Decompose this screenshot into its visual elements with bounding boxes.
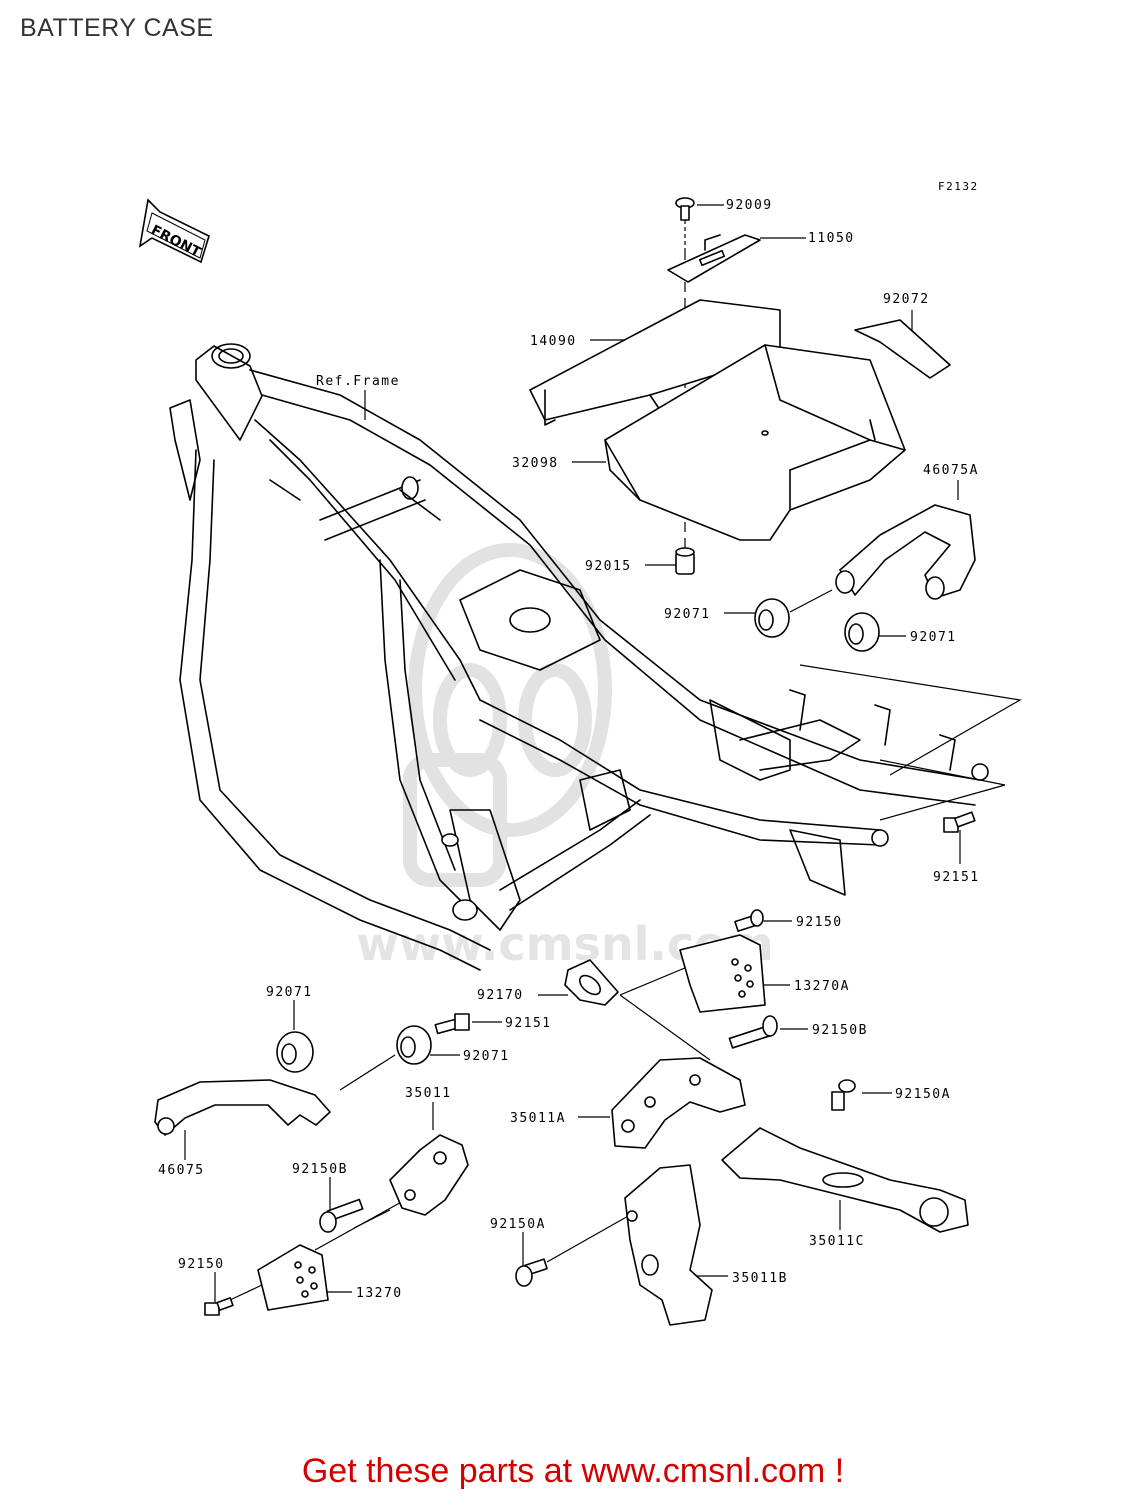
label-92151-b: 92151 xyxy=(505,1016,552,1031)
label-92071-c: 92071 xyxy=(266,985,313,1000)
label-92015: 92015 xyxy=(585,559,632,574)
label-14090: 14090 xyxy=(530,334,577,349)
part-92151-bolt-a xyxy=(943,811,976,833)
part-92150A-bolt-b xyxy=(515,1258,548,1287)
part-35011A-bracket xyxy=(611,1057,746,1149)
part-92170-clamp xyxy=(564,959,619,1006)
part-92150B-bolt-b xyxy=(319,1198,364,1233)
label-92009: 92009 xyxy=(726,198,773,213)
label-92150-b: 92150 xyxy=(178,1257,225,1272)
label-92150B-a: 92150B xyxy=(812,1023,868,1038)
footer-link[interactable]: Get these parts at www.cmsnl.com ! xyxy=(301,1452,845,1490)
label-35011: 35011 xyxy=(405,1086,452,1101)
main-frame xyxy=(169,343,989,971)
label-92150A-a: 92150A xyxy=(895,1087,951,1102)
label-92072: 92072 xyxy=(883,292,930,307)
label-13270A: 13270A xyxy=(794,979,850,994)
label-92170: 92170 xyxy=(477,988,524,1003)
label-35011B: 35011B xyxy=(732,1271,788,1286)
part-92071-bushing-b xyxy=(844,612,880,652)
label-92150-a: 92150 xyxy=(796,915,843,930)
part-92150A-bolt-a xyxy=(831,1079,856,1111)
label-13270: 13270 xyxy=(356,1286,403,1301)
part-92150B-bolt-a xyxy=(728,1015,778,1049)
watermark: www.cmsnl.com xyxy=(356,543,774,971)
label-32098: 32098 xyxy=(512,456,559,471)
part-46075-guard xyxy=(154,1079,331,1136)
part-92071-bushing-c xyxy=(276,1031,314,1073)
label-46075A: 46075A xyxy=(923,463,979,478)
label-35011A: 35011A xyxy=(510,1111,566,1126)
part-35011B-bracket xyxy=(624,1164,713,1326)
label-92150A-b: 92150A xyxy=(490,1217,546,1232)
page-title: BATTERY CASE xyxy=(20,14,214,42)
label-92150B-b: 92150B xyxy=(292,1162,348,1177)
label-35011C: 35011C xyxy=(809,1234,865,1249)
label-92071-a: 92071 xyxy=(664,607,711,622)
label-92071-b: 92071 xyxy=(910,630,957,645)
front-arrow-icon: FRONT xyxy=(138,198,210,264)
part-92009-bolt xyxy=(675,197,695,221)
part-92071-bushing-a xyxy=(754,598,790,638)
part-35011-bracket xyxy=(389,1134,469,1216)
part-92015-grommet xyxy=(675,547,695,575)
part-13270-plate xyxy=(257,1244,329,1311)
part-labels: 92009 11050 92072 14090 Ref.Frame 32098 … xyxy=(158,198,980,1301)
label-ref-frame: Ref.Frame xyxy=(316,374,400,389)
part-92071-bushing-d xyxy=(396,1025,432,1065)
label-92071-d: 92071 xyxy=(463,1049,510,1064)
part-92151-bolt-b xyxy=(434,1013,470,1035)
part-13270A-plate xyxy=(679,934,766,1013)
part-92072-pad xyxy=(854,319,951,379)
figure-code: F2132 xyxy=(938,180,979,193)
label-11050: 11050 xyxy=(808,231,855,246)
part-11050-strap xyxy=(667,234,761,283)
part-35011C-bracket xyxy=(721,1127,969,1233)
label-46075: 46075 xyxy=(158,1163,205,1178)
label-92151-a: 92151 xyxy=(933,870,980,885)
part-46075A-guard xyxy=(835,504,976,600)
part-92150-bolt-b xyxy=(204,1297,234,1316)
part-92150-bolt-a xyxy=(734,909,764,932)
parts-diagram: www.cmsnl.com FRONT F2132 xyxy=(138,180,1022,1326)
part-32098-battery-case xyxy=(604,344,906,541)
